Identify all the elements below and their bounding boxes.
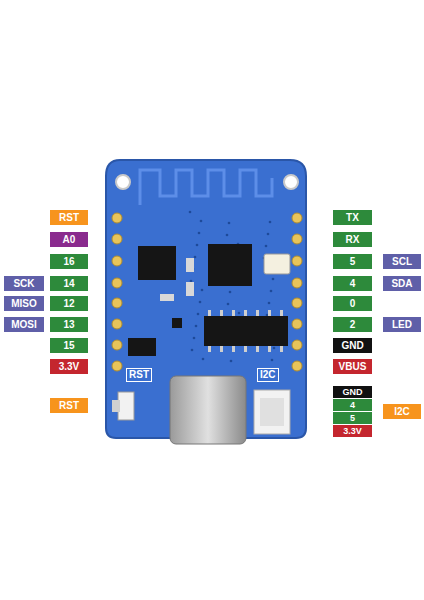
- pin-label: TX: [346, 212, 359, 223]
- pin-label: 13: [63, 319, 74, 330]
- pin-label: MISO: [11, 298, 37, 309]
- pin-label: 3.3V: [343, 426, 362, 436]
- pin-badge: RST: [50, 398, 88, 413]
- pin-label: I2C: [394, 406, 410, 417]
- pin-badge: MOSI: [4, 317, 44, 332]
- pin-badge: 4: [333, 399, 372, 411]
- pin-badge: 13: [50, 317, 88, 332]
- pin-badge: SCK: [4, 276, 44, 291]
- pin-label: RST: [59, 400, 79, 411]
- pin-badge: RX: [333, 232, 372, 247]
- pin-badge: 12: [50, 296, 88, 311]
- pin-badge: GND: [333, 338, 372, 353]
- pin-label: 4: [350, 400, 355, 410]
- pin-badge: 3.3V: [50, 359, 88, 374]
- pin-badge: 2: [333, 317, 372, 332]
- silkscreen-label: RST: [126, 368, 152, 382]
- pin-badge: GND: [333, 386, 372, 398]
- pin-badge: LED: [383, 317, 421, 332]
- pin-label: 5: [350, 413, 355, 423]
- pin-label: VBUS: [339, 361, 367, 372]
- pin-label: 12: [63, 298, 74, 309]
- pin-label: SCK: [13, 278, 34, 289]
- pin-badge: 16: [50, 254, 88, 269]
- pin-badge: 3.3V: [333, 425, 372, 437]
- pin-badge: 5: [333, 412, 372, 424]
- pin-label: RST: [59, 212, 79, 223]
- pin-label: SCL: [392, 256, 412, 267]
- pin-badge: VBUS: [333, 359, 372, 374]
- pin-label: 0: [350, 298, 356, 309]
- pin-badge: 5: [333, 254, 372, 269]
- pin-label: 5: [350, 256, 356, 267]
- pin-label: GND: [343, 387, 363, 397]
- silkscreen-label: I2C: [257, 368, 279, 382]
- pin-label: 15: [63, 340, 74, 351]
- pin-badge: RST: [50, 210, 88, 225]
- pin-badge: 4: [333, 276, 372, 291]
- pin-badge: A0: [50, 232, 88, 247]
- pin-badge: SCL: [383, 254, 421, 269]
- pin-label: RX: [346, 234, 360, 245]
- pin-label: MOSI: [11, 319, 37, 330]
- pin-label: 16: [63, 256, 74, 267]
- pin-badge: I2C: [383, 404, 421, 419]
- pin-label: GND: [341, 340, 363, 351]
- pin-label: 2: [350, 319, 356, 330]
- pin-label: A0: [63, 234, 76, 245]
- pin-label: SDA: [391, 278, 412, 289]
- pin-label: LED: [392, 319, 412, 330]
- pin-badge: MISO: [4, 296, 44, 311]
- pin-badge: 15: [50, 338, 88, 353]
- pin-label: 14: [63, 278, 74, 289]
- pin-label: 4: [350, 278, 356, 289]
- pin-badge: 14: [50, 276, 88, 291]
- pin-badge: SDA: [383, 276, 421, 291]
- pin-badge: 0: [333, 296, 372, 311]
- pin-label: 3.3V: [59, 361, 80, 372]
- pin-badge: TX: [333, 210, 372, 225]
